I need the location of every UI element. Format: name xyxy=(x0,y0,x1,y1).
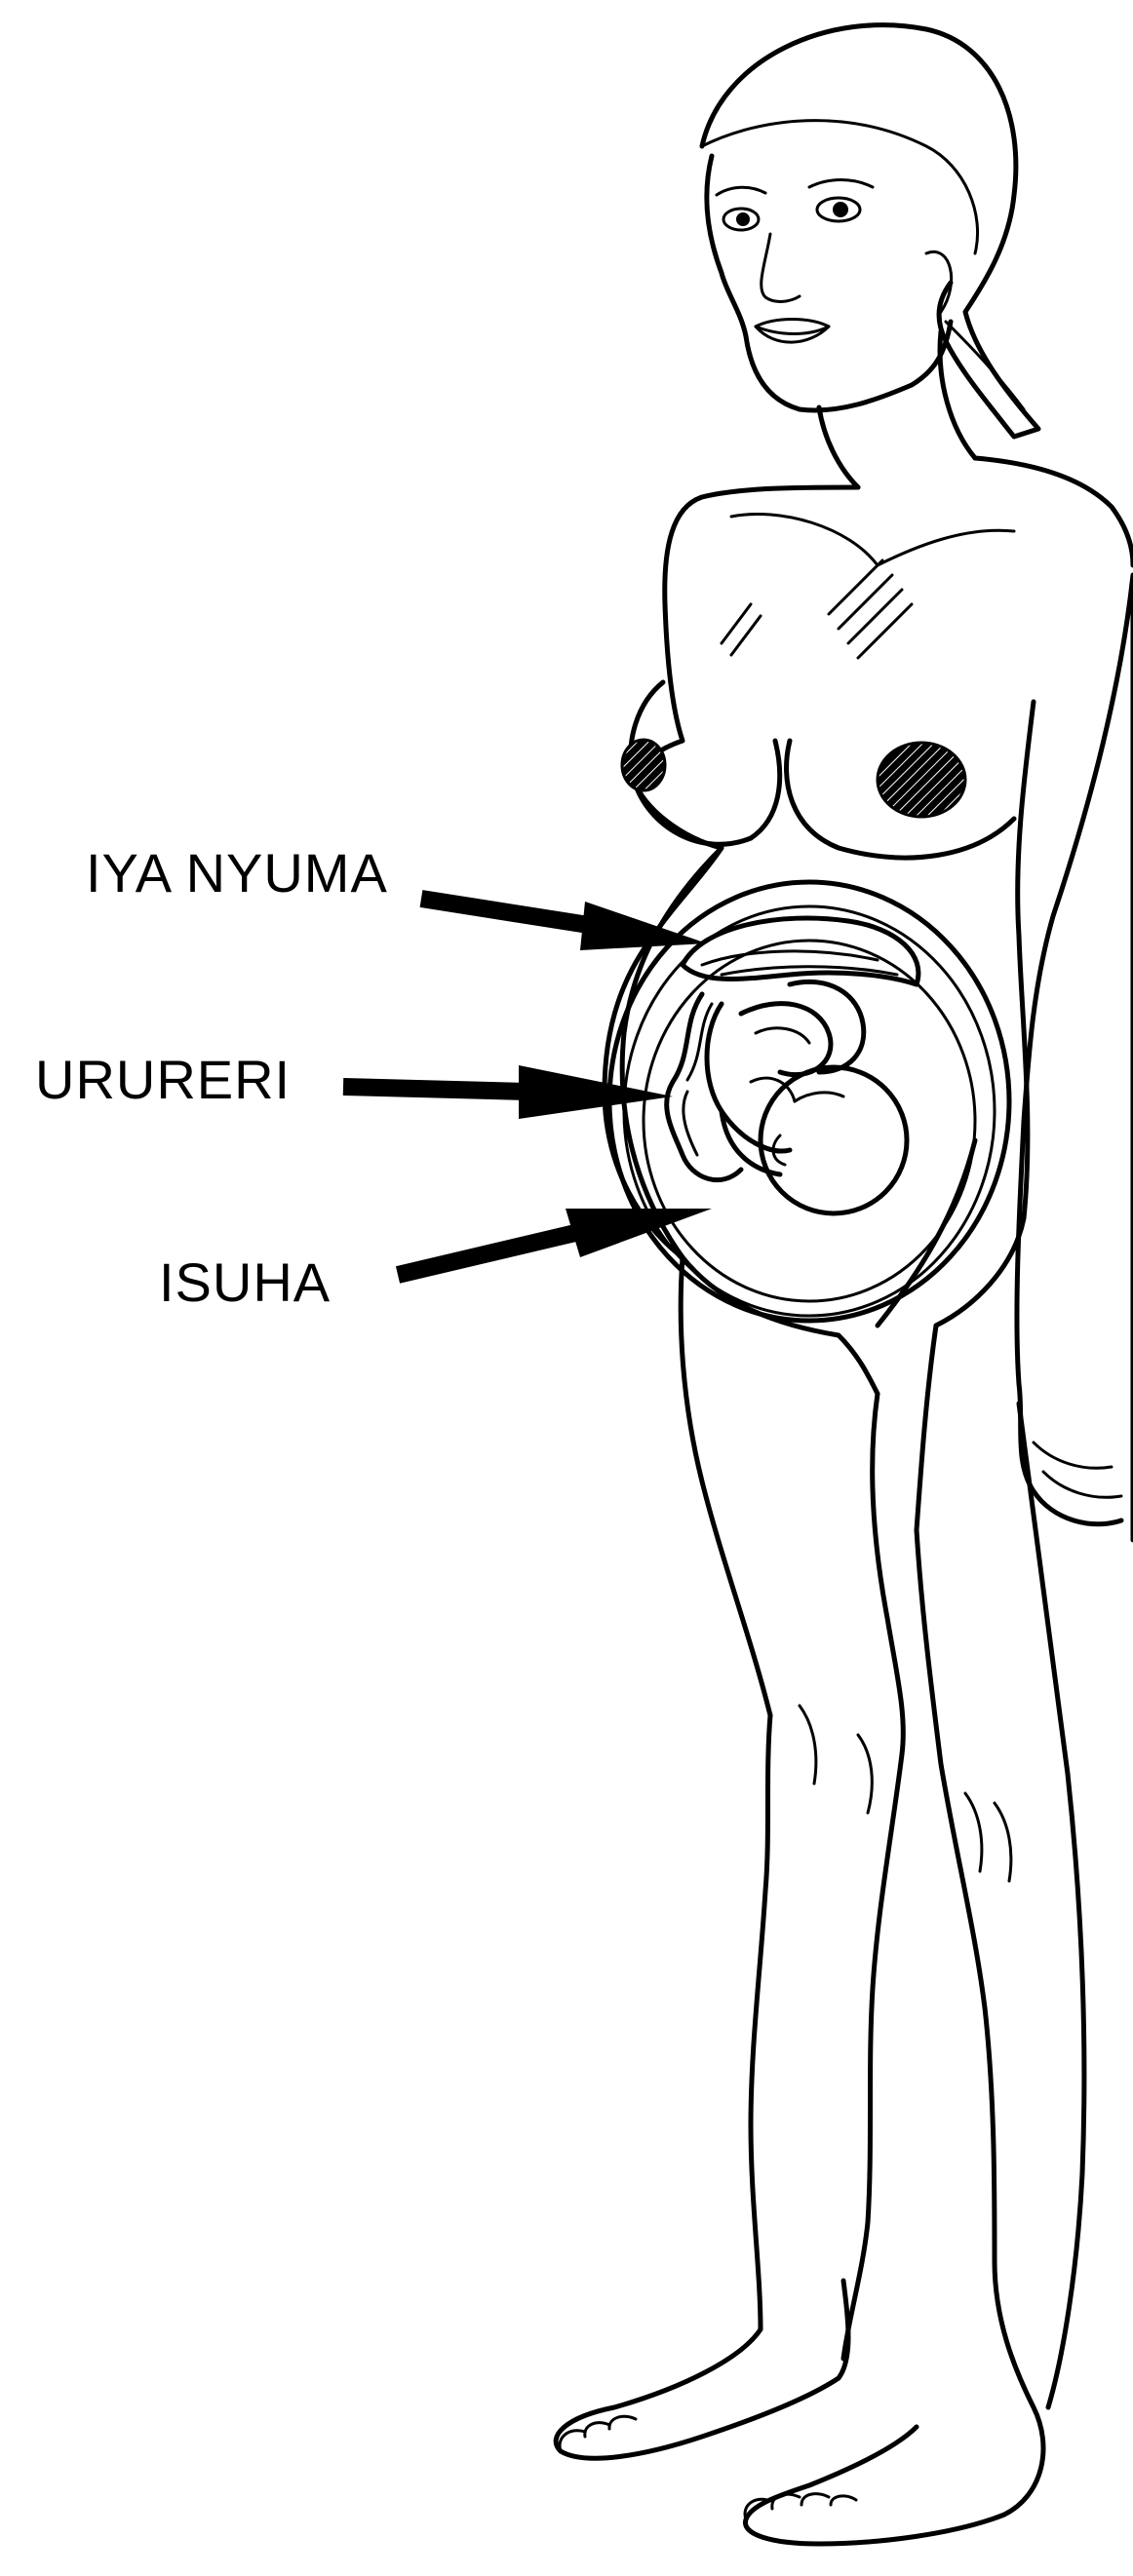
right-nipple xyxy=(878,743,965,817)
neck xyxy=(819,407,858,487)
fetus-legs xyxy=(741,1004,831,1075)
label-placenta: IYA NYUMA xyxy=(86,846,388,901)
label-umbilical-cord: URURERI xyxy=(35,1053,291,1107)
fetus-body xyxy=(707,1004,790,1151)
face xyxy=(707,156,951,410)
left-nipple xyxy=(622,740,665,790)
head-scarf xyxy=(702,25,1038,437)
amniotic-sac xyxy=(644,941,975,1301)
right-leg xyxy=(745,1530,1043,2544)
label-fetus: ISUHA xyxy=(159,1255,331,1310)
nose xyxy=(762,234,800,301)
left-leg xyxy=(556,1715,848,2458)
right-arm xyxy=(1017,575,1133,1524)
uterus-outer xyxy=(609,882,1009,1321)
fetus-head xyxy=(761,1067,907,1213)
